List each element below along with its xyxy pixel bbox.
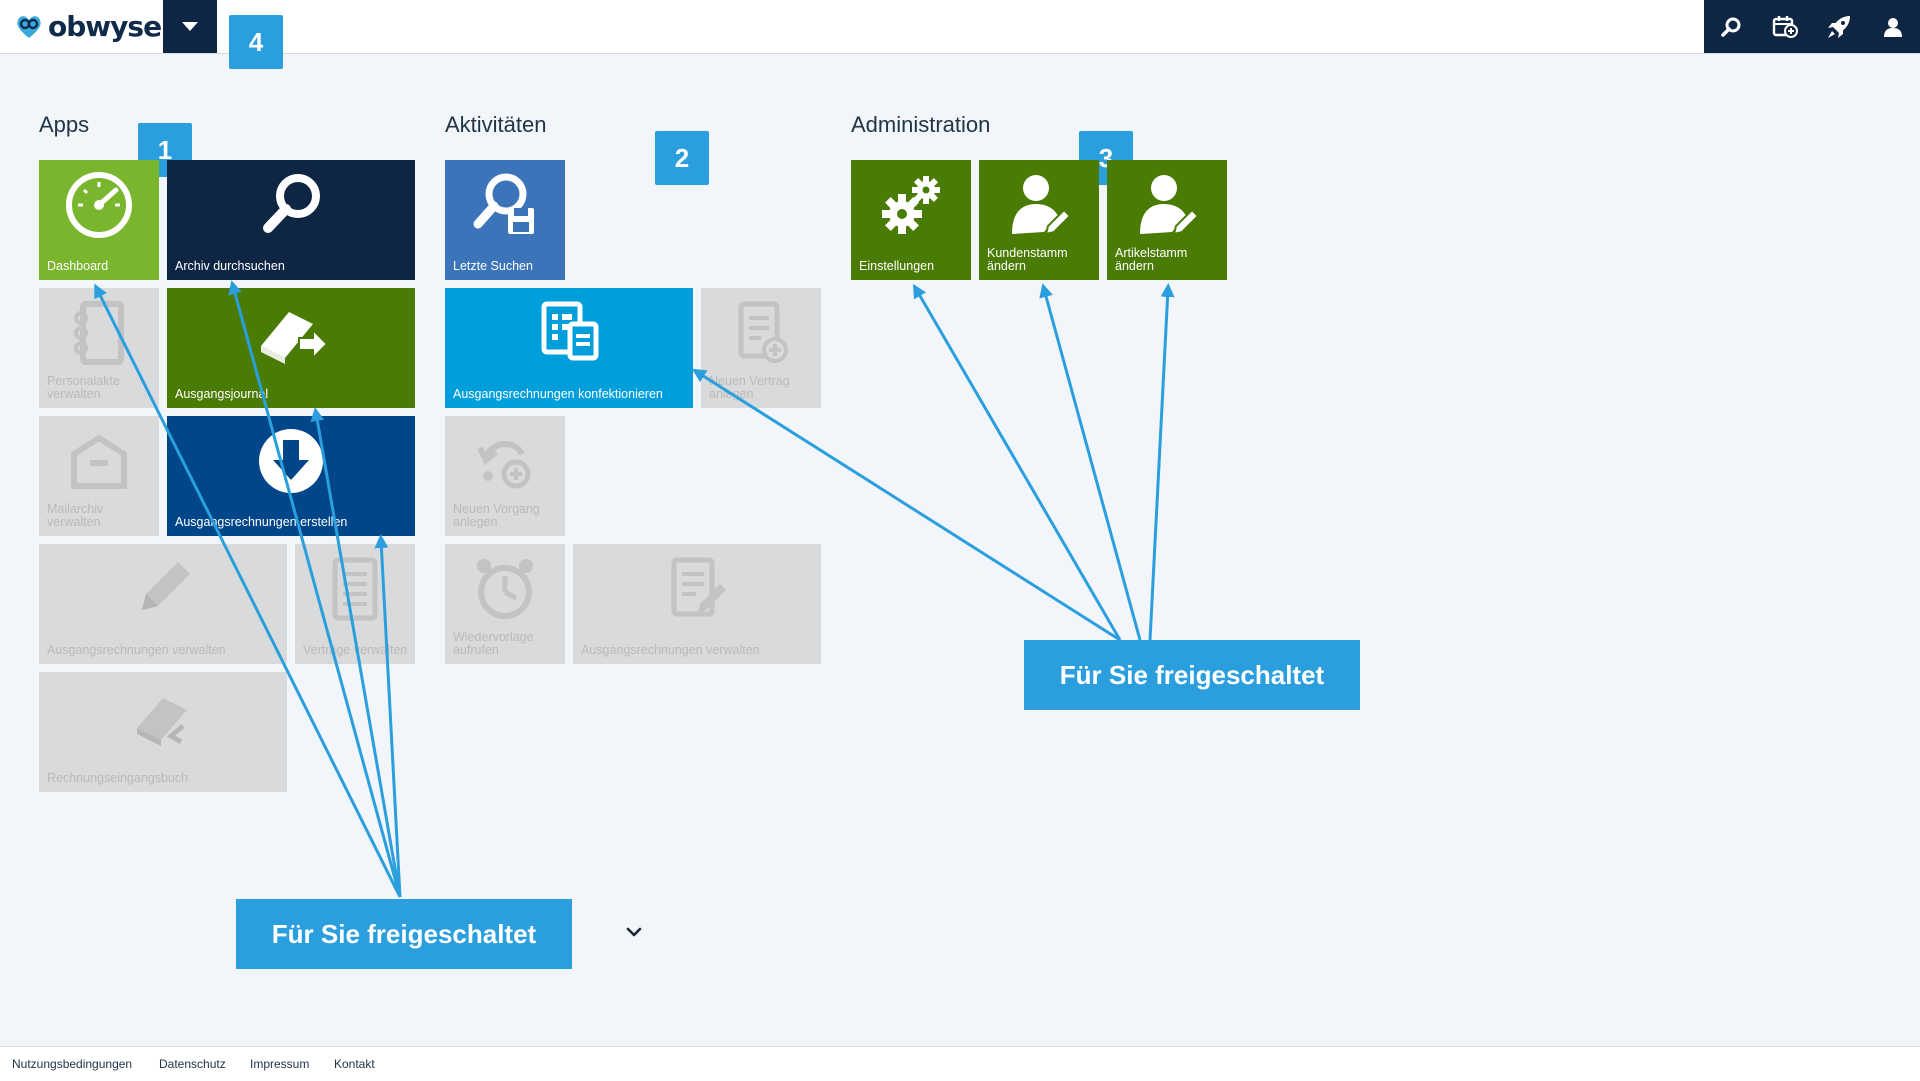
annotation-arrow (1148, 283, 1175, 641)
tile-label: Ausgangsrechnungen verwalten (47, 643, 226, 657)
speedometer-icon (66, 172, 132, 238)
tile-wiedervorlage-aufrufen: Wiedervorlage aufrufen (445, 544, 565, 664)
alarm-clock-icon (477, 559, 533, 619)
obwyse-logo[interactable]: obwyse (14, 9, 162, 43)
footer-link-terms[interactable]: Nutzungsbedingungen (12, 1057, 133, 1071)
section-title-apps: Apps (39, 112, 90, 137)
rocket-icon (1828, 15, 1850, 38)
book-export-icon (261, 312, 329, 364)
archive-box-icon (71, 434, 127, 489)
document-add-icon (738, 301, 788, 363)
footer-link-imprint[interactable]: Impressum (250, 1057, 310, 1071)
tile-label: Einstellungen (859, 259, 935, 273)
caret-down-icon (182, 21, 198, 31)
annotation-arrow (1039, 283, 1142, 641)
tile-einstellungen[interactable]: Einstellungen (851, 160, 971, 280)
user-icon (1884, 17, 1902, 37)
quickstart-button[interactable] (1812, 0, 1866, 53)
document-edit-icon (671, 557, 726, 617)
user-profile-button[interactable] (1866, 0, 1920, 53)
pencil-icon (142, 562, 190, 610)
magnifier-icon (263, 174, 320, 233)
tile-ausgangsjournal[interactable]: Ausgangsjournal (167, 288, 415, 408)
logo-text: obwyse (48, 9, 162, 43)
tile-neuen-vertrag-anlegen: Neuen Vertrag anlegen (701, 288, 821, 408)
tile-label: Kundenstamm ändern (987, 246, 1068, 273)
callout-badge-4: 4 (229, 15, 283, 69)
calendar-plus-icon (1772, 15, 1798, 38)
top-bar: obwyse (0, 0, 1920, 54)
tile-ausgangsrechnungen-erstellen[interactable]: Ausgangsrechnungen erstellen (167, 416, 415, 536)
book-import-icon (137, 698, 187, 746)
tile-label: Ausgangsrechnungen erstellen (175, 515, 348, 529)
section-title-administration: Administration (851, 112, 991, 137)
tile-label: Ausgangsrechnungen konfektionieren (453, 387, 663, 401)
footer-link-privacy[interactable]: Datenschutz (159, 1057, 226, 1071)
tile-rechnungseingangsbuch: Rechnungseingangsbuch (39, 672, 287, 792)
tile-label: Mailarchiv verwalten (47, 502, 104, 529)
tile-label: Neuen Vorgang anlegen (453, 502, 540, 529)
tile-archiv-durchsuchen[interactable]: Archiv durchsuchen (167, 160, 415, 280)
gears-icon (882, 176, 940, 234)
app-menu-dropdown-button[interactable] (163, 0, 217, 53)
user-edit-icon (1140, 175, 1200, 236)
footer: Nutzungsbedingungen Datenschutz Impressu… (0, 1046, 1920, 1081)
tile-label: Letzte Suchen (453, 259, 533, 273)
tile-neuen-vorgang-anlegen: Neuen Vorgang anlegen (445, 416, 565, 536)
tile-mailarchiv-verwalten: Mailarchiv verwalten (39, 416, 159, 536)
chevron-down-icon[interactable] (624, 922, 644, 942)
tile-letzte-suchen[interactable]: Letzte Suchen (445, 160, 565, 280)
tile-ausgangsrechnungen-verwalten-2: Ausgangsrechnungen verwalten (573, 544, 821, 664)
tile-dashboard[interactable]: Dashboard (39, 160, 159, 280)
tile-label: Ausgangsjournal (175, 387, 269, 401)
document-list-icon (332, 557, 378, 621)
logo-heart-icon (17, 16, 41, 38)
download-circle-icon (259, 429, 323, 493)
tile-label: Verträge verwalten (303, 643, 408, 657)
tile-label: Archiv durchsuchen (175, 259, 285, 273)
tile-ausgangsrechnungen-konfektionieren[interactable]: Ausgangsrechnungen konfektionieren (445, 288, 693, 408)
footer-link-contact[interactable]: Kontakt (334, 1057, 375, 1071)
tile-ausgangsrechnungen-verwalten: Ausgangsrechnungen verwalten (39, 544, 287, 664)
tile-personalakte-verwalten: Personalakte verwalten (39, 288, 159, 408)
search-save-icon (473, 173, 534, 234)
header-tools (1704, 0, 1920, 53)
section-title-activities: Aktivitäten (445, 112, 547, 137)
callout-freigeschaltet-right: Für Sie freigeschaltet (1024, 640, 1360, 710)
tile-label: Ausgangsrechnungen verwalten (581, 643, 760, 657)
notebook-icon (74, 301, 124, 365)
callout-badge-2: 2 (655, 131, 709, 185)
tile-label: Rechnungseingangsbuch (47, 771, 189, 785)
calendar-add-button[interactable] (1758, 0, 1812, 53)
annotation-arrow (912, 283, 1122, 641)
tile-label: Dashboard (47, 259, 109, 273)
tile-kundenstamm-aendern[interactable]: Kundenstamm ändern (979, 160, 1099, 280)
documents-calculator-icon (541, 301, 599, 361)
tile-label: Neuen Vertrag anlegen (709, 374, 790, 401)
search-icon (1721, 17, 1741, 37)
search-button[interactable] (1704, 0, 1758, 53)
tile-label: Personalakte verwalten (47, 374, 120, 401)
callout-freigeschaltet-left: Für Sie freigeschaltet (236, 899, 572, 969)
tile-artikelstamm-aendern[interactable]: Artikelstamm ändern (1107, 160, 1227, 280)
user-edit-icon (1012, 175, 1072, 236)
tile-label: Wiedervorlage aufrufen (453, 630, 534, 657)
tile-vertraege-verwalten: Verträge verwalten (295, 544, 415, 664)
tile-label: Artikelstamm ändern (1115, 246, 1188, 273)
workflow-add-icon (477, 441, 531, 489)
